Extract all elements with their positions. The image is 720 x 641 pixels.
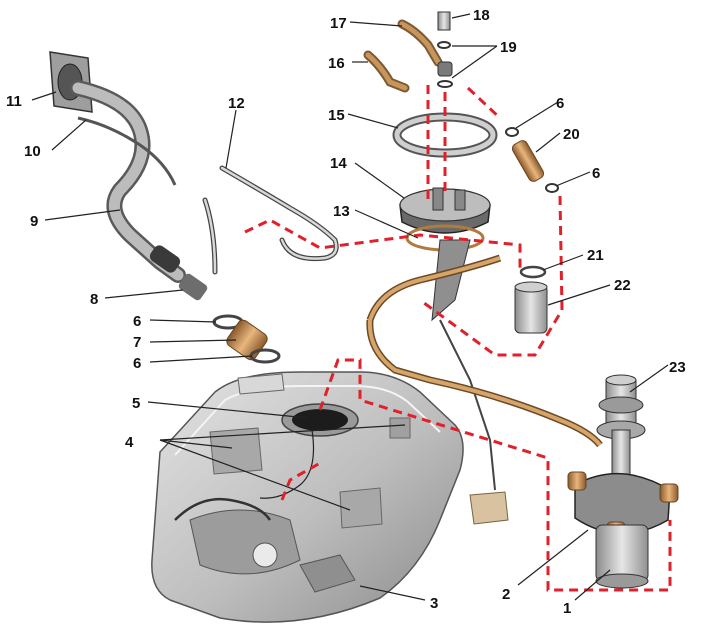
label-4: 4 (125, 434, 134, 451)
label-3: 3 (430, 595, 438, 612)
fuel-pump-module (567, 374, 679, 589)
label-8: 8 (90, 291, 98, 308)
label-23: 23 (669, 359, 686, 376)
label-9: 9 (30, 213, 38, 230)
part-number-labels: 1 2 3 4 5 6 6 6 6 7 8 9 10 11 12 13 14 1… (6, 7, 686, 617)
fuel-lines (366, 254, 603, 448)
label-18: 18 (473, 7, 490, 24)
pump-flange (399, 187, 491, 252)
small-hoses (363, 11, 453, 93)
label-1: 1 (563, 600, 571, 617)
label-2: 2 (502, 586, 510, 603)
label-6-left-upper: 6 (133, 313, 141, 330)
label-6-right-lower: 6 (592, 165, 600, 182)
label-6-right-upper: 6 (556, 95, 564, 112)
vent-line (202, 165, 339, 275)
leader-lines (31, 13, 669, 601)
label-6-left-lower: 6 (133, 355, 141, 372)
label-20: 20 (563, 126, 580, 143)
label-16: 16 (328, 55, 345, 72)
label-7: 7 (133, 334, 141, 351)
label-12: 12 (228, 95, 245, 112)
fuel-tank (151, 371, 464, 623)
fuel-level-sensor (431, 239, 509, 525)
label-21: 21 (587, 247, 604, 264)
label-22: 22 (614, 277, 631, 294)
assembly-lines (244, 85, 672, 592)
label-10: 10 (24, 143, 41, 160)
label-13: 13 (333, 203, 350, 220)
connecting-hose (178, 273, 281, 364)
filler-neck (49, 51, 186, 283)
label-14: 14 (330, 155, 347, 172)
fuel-filter (505, 127, 559, 334)
label-15: 15 (328, 107, 345, 124)
label-5: 5 (132, 395, 140, 412)
label-19: 19 (500, 39, 517, 56)
label-17: 17 (330, 15, 347, 32)
label-11: 11 (6, 93, 22, 110)
